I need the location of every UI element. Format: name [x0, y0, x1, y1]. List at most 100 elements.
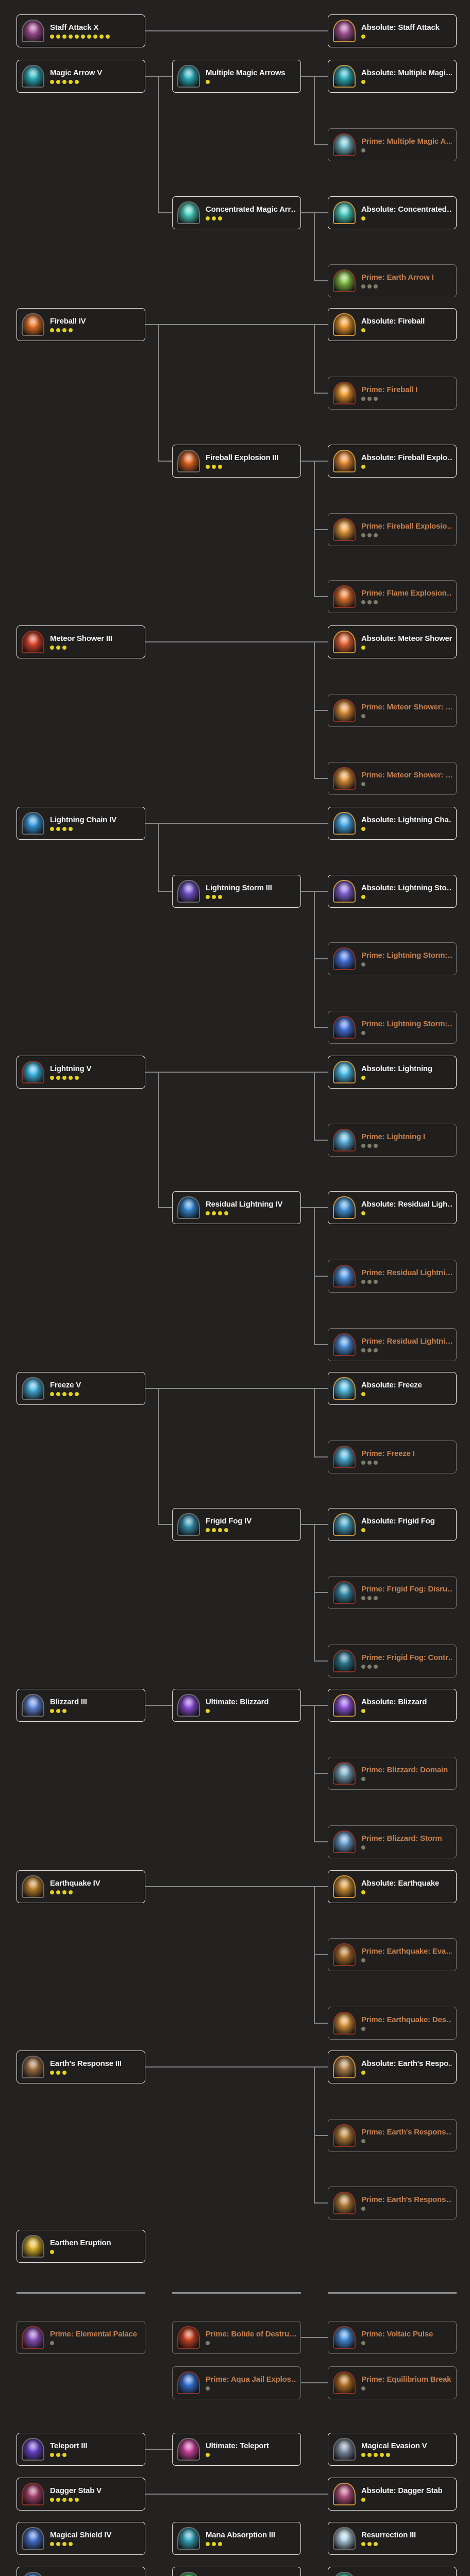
- skill-node-abs_conc[interactable]: Absolute: Concentrated…: [328, 196, 457, 229]
- skill-node-p_equilibrium[interactable]: Prime: Equilibrium Break: [328, 2366, 457, 2399]
- skill-node-prime_er1[interactable]: Prime: Earth's Respons…: [328, 2119, 457, 2152]
- skill-node-freeze[interactable]: Freeze V: [16, 1372, 145, 1405]
- skill-node-abs_fb_expl[interactable]: Absolute: Fireball Explo…: [328, 445, 457, 478]
- skill-node-prime_lstorm1[interactable]: Prime: Lightning Storm:…: [328, 942, 457, 975]
- skill-node-speed[interactable]: Speed Spell III: [16, 2567, 145, 2576]
- skill-node-m_evasion[interactable]: Magical Evasion V: [328, 2433, 457, 2466]
- skill-node-ult_blizzard[interactable]: Ultimate: Blizzard: [172, 1689, 301, 1722]
- skill-node-abs_fireball[interactable]: Absolute: Fireball: [328, 308, 457, 341]
- skill-point-dot: [218, 216, 222, 221]
- skill-node-frigid[interactable]: Frigid Fog IV: [172, 1508, 301, 1541]
- skill-node-prime_residual1[interactable]: Prime: Residual Lightni…: [328, 1260, 457, 1293]
- skill-node-abs_freeze[interactable]: Absolute: Freeze: [328, 1372, 457, 1405]
- skill-node-abs_residual[interactable]: Absolute: Residual Ligh…: [328, 1191, 457, 1224]
- skill-node-residual[interactable]: Residual Lightning IV: [172, 1191, 301, 1224]
- skill-node-abs_frigid[interactable]: Absolute: Frigid Fog: [328, 1508, 457, 1541]
- skill-node-prime_earth_arrow[interactable]: Prime: Earth Arrow I: [328, 264, 457, 297]
- skill-node-abs_staff[interactable]: Absolute: Staff Attack: [328, 14, 457, 47]
- skill-link-line: [145, 30, 328, 31]
- skill-point-dot: [361, 1211, 365, 1216]
- skill-node-mana_abs[interactable]: Mana Absorption III: [172, 2522, 301, 2555]
- skill-point-dot: [361, 35, 365, 39]
- skill-link-line: [158, 891, 172, 892]
- skill-level-dots: [206, 2542, 301, 2547]
- skill-node-earthen[interactable]: Earthen Eruption: [16, 2230, 145, 2263]
- skill-node-p_aqua[interactable]: Prime: Aqua Jail Explos…: [172, 2366, 301, 2399]
- skill-node-abs_lstorm[interactable]: Absolute: Lightning Sto…: [328, 875, 457, 908]
- skill-node-body: Absolute: Lightning Sto…: [361, 884, 452, 900]
- skill-node-eresp[interactable]: Earth's Response III: [16, 2050, 145, 2083]
- skill-node-prime_freeze[interactable]: Prime: Freeze I: [328, 1440, 457, 1473]
- skill-node-prime_frigid2[interactable]: Prime: Frigid Fog: Contr…: [328, 1645, 457, 1677]
- skill-node-h_aura[interactable]: Healing Aura V: [172, 2567, 301, 2576]
- skill-node-abs_lightning[interactable]: Absolute: Lightning: [328, 1056, 457, 1089]
- skill-node-p_palace[interactable]: Prime: Elemental Palace: [16, 2321, 145, 2354]
- skill-node-lchain[interactable]: Lightning Chain IV: [16, 807, 145, 840]
- skill-node-abs_eresp[interactable]: Absolute: Earth's Respo…: [328, 2050, 457, 2083]
- skill-node-abs_dagger[interactable]: Absolute: Dagger Stab: [328, 2478, 457, 2511]
- skill-art-icon: [333, 1265, 356, 1287]
- skill-node-abs_multi[interactable]: Absolute: Multiple Magi…: [328, 60, 457, 93]
- skill-node-resurrection[interactable]: Resurrection III: [328, 2522, 457, 2555]
- skill-node-prime_eq2[interactable]: Prime: Earthquake: Des…: [328, 2007, 457, 2040]
- skill-node-prime_multi[interactable]: Prime: Multiple Magic A…: [328, 128, 457, 161]
- skill-node-ult_teleport[interactable]: Ultimate: Teleport: [172, 2433, 301, 2466]
- skill-point-dot: [218, 465, 222, 469]
- skill-node-prime_frigid1[interactable]: Prime: Frigid Fog: Disru…: [328, 1576, 457, 1609]
- skill-link-line: [314, 710, 328, 711]
- skill-level-dots: [361, 1596, 457, 1601]
- skill-node-blizzard[interactable]: Blizzard III: [16, 1689, 145, 1722]
- skill-node-prime_lstorm2[interactable]: Prime: Lightning Storm:…: [328, 1011, 457, 1044]
- skill-node-body: Prime: Elemental Palace: [50, 2330, 141, 2346]
- skill-node-prime_eq1[interactable]: Prime: Earthquake: Eva…: [328, 1938, 457, 1971]
- skill-point-dot: [69, 1890, 73, 1895]
- skill-node-lstorm[interactable]: Lightning Storm III: [172, 875, 301, 908]
- skill-point-dot: [50, 1392, 54, 1397]
- skill-node-prime_bliz_storm[interactable]: Prime: Blizzard: Storm: [328, 1825, 457, 1858]
- skill-node-conc_arrow[interactable]: Concentrated Magic Arr…: [172, 196, 301, 229]
- skill-node-h_lighthouse[interactable]: Healing Lighthouse IV: [328, 2567, 457, 2576]
- skill-node-abs_lchain[interactable]: Absolute: Lightning Cha…: [328, 807, 457, 840]
- skill-node-body: Absolute: Frigid Fog: [361, 1517, 452, 1533]
- skill-node-m_shield[interactable]: Magical Shield IV: [16, 2522, 145, 2555]
- skill-node-p_voltaic[interactable]: Prime: Voltaic Pulse: [328, 2321, 457, 2354]
- skill-art-icon: [177, 2438, 200, 2461]
- skill-node-equake[interactable]: Earthquake IV: [16, 1870, 145, 1903]
- skill-node-staff[interactable]: Staff Attack X: [16, 14, 145, 47]
- skill-node-prime_residual2[interactable]: Prime: Residual Lightni…: [328, 1328, 457, 1361]
- skill-node-meteor[interactable]: Meteor Shower III: [16, 625, 145, 658]
- skill-node-prime_lightning[interactable]: Prime: Lightning I: [328, 1124, 457, 1157]
- skill-name: Prime: Lightning Storm:…: [361, 951, 452, 960]
- skill-node-lightning[interactable]: Lightning V: [16, 1056, 145, 1089]
- skill-node-dagger[interactable]: Dagger Stab V: [16, 2478, 145, 2511]
- skill-node-p_bolide[interactable]: Prime: Bolide of Destru…: [172, 2321, 301, 2354]
- skill-link-line: [314, 1276, 328, 1277]
- skill-node-prime_fb_expl[interactable]: Prime: Fireball Explosio…: [328, 513, 457, 546]
- skill-node-magic_arrow[interactable]: Magic Arrow V: [16, 60, 145, 93]
- skill-node-prime_er2[interactable]: Prime: Earth's Respons…: [328, 2187, 457, 2219]
- skill-node-body: Prime: Fireball I: [361, 385, 452, 401]
- skill-node-prime_fireball[interactable]: Prime: Fireball I: [328, 377, 457, 410]
- skill-name: Fireball IV: [50, 316, 86, 326]
- skill-node-prime_meteor1[interactable]: Prime: Meteor Shower: …: [328, 694, 457, 727]
- skill-node-teleport[interactable]: Teleport III: [16, 2433, 145, 2466]
- skill-point-dot: [361, 2027, 365, 2031]
- skill-node-body: Prime: Meteor Shower: …: [361, 771, 452, 787]
- skill-node-body: Absolute: Fireball: [361, 317, 452, 333]
- skill-node-prime_bliz_domain[interactable]: Prime: Blizzard: Domain: [328, 1757, 457, 1790]
- skill-node-prime_meteor2[interactable]: Prime: Meteor Shower: …: [328, 762, 457, 795]
- skill-node-fb_expl[interactable]: Fireball Explosion III: [172, 445, 301, 478]
- skill-level-dots: [361, 1958, 457, 1963]
- skill-node-fireball[interactable]: Fireball IV: [16, 308, 145, 341]
- skill-point-dot: [50, 2250, 54, 2255]
- skill-name: Prime: Fireball I: [361, 385, 418, 394]
- skill-node-prime_flame_expl[interactable]: Prime: Flame Explosion…: [328, 580, 457, 613]
- skill-point-dot: [206, 2453, 210, 2458]
- skill-art-icon: [177, 1196, 200, 1219]
- skill-node-abs_meteor[interactable]: Absolute: Meteor Shower: [328, 625, 457, 658]
- skill-link-line: [158, 1207, 172, 1208]
- skill-node-abs_blizzard[interactable]: Absolute: Blizzard: [328, 1689, 457, 1722]
- skill-node-multi_arrow[interactable]: Multiple Magic Arrows: [172, 60, 301, 93]
- skill-art-icon: [333, 201, 356, 224]
- skill-node-abs_equake[interactable]: Absolute: Earthquake: [328, 1870, 457, 1903]
